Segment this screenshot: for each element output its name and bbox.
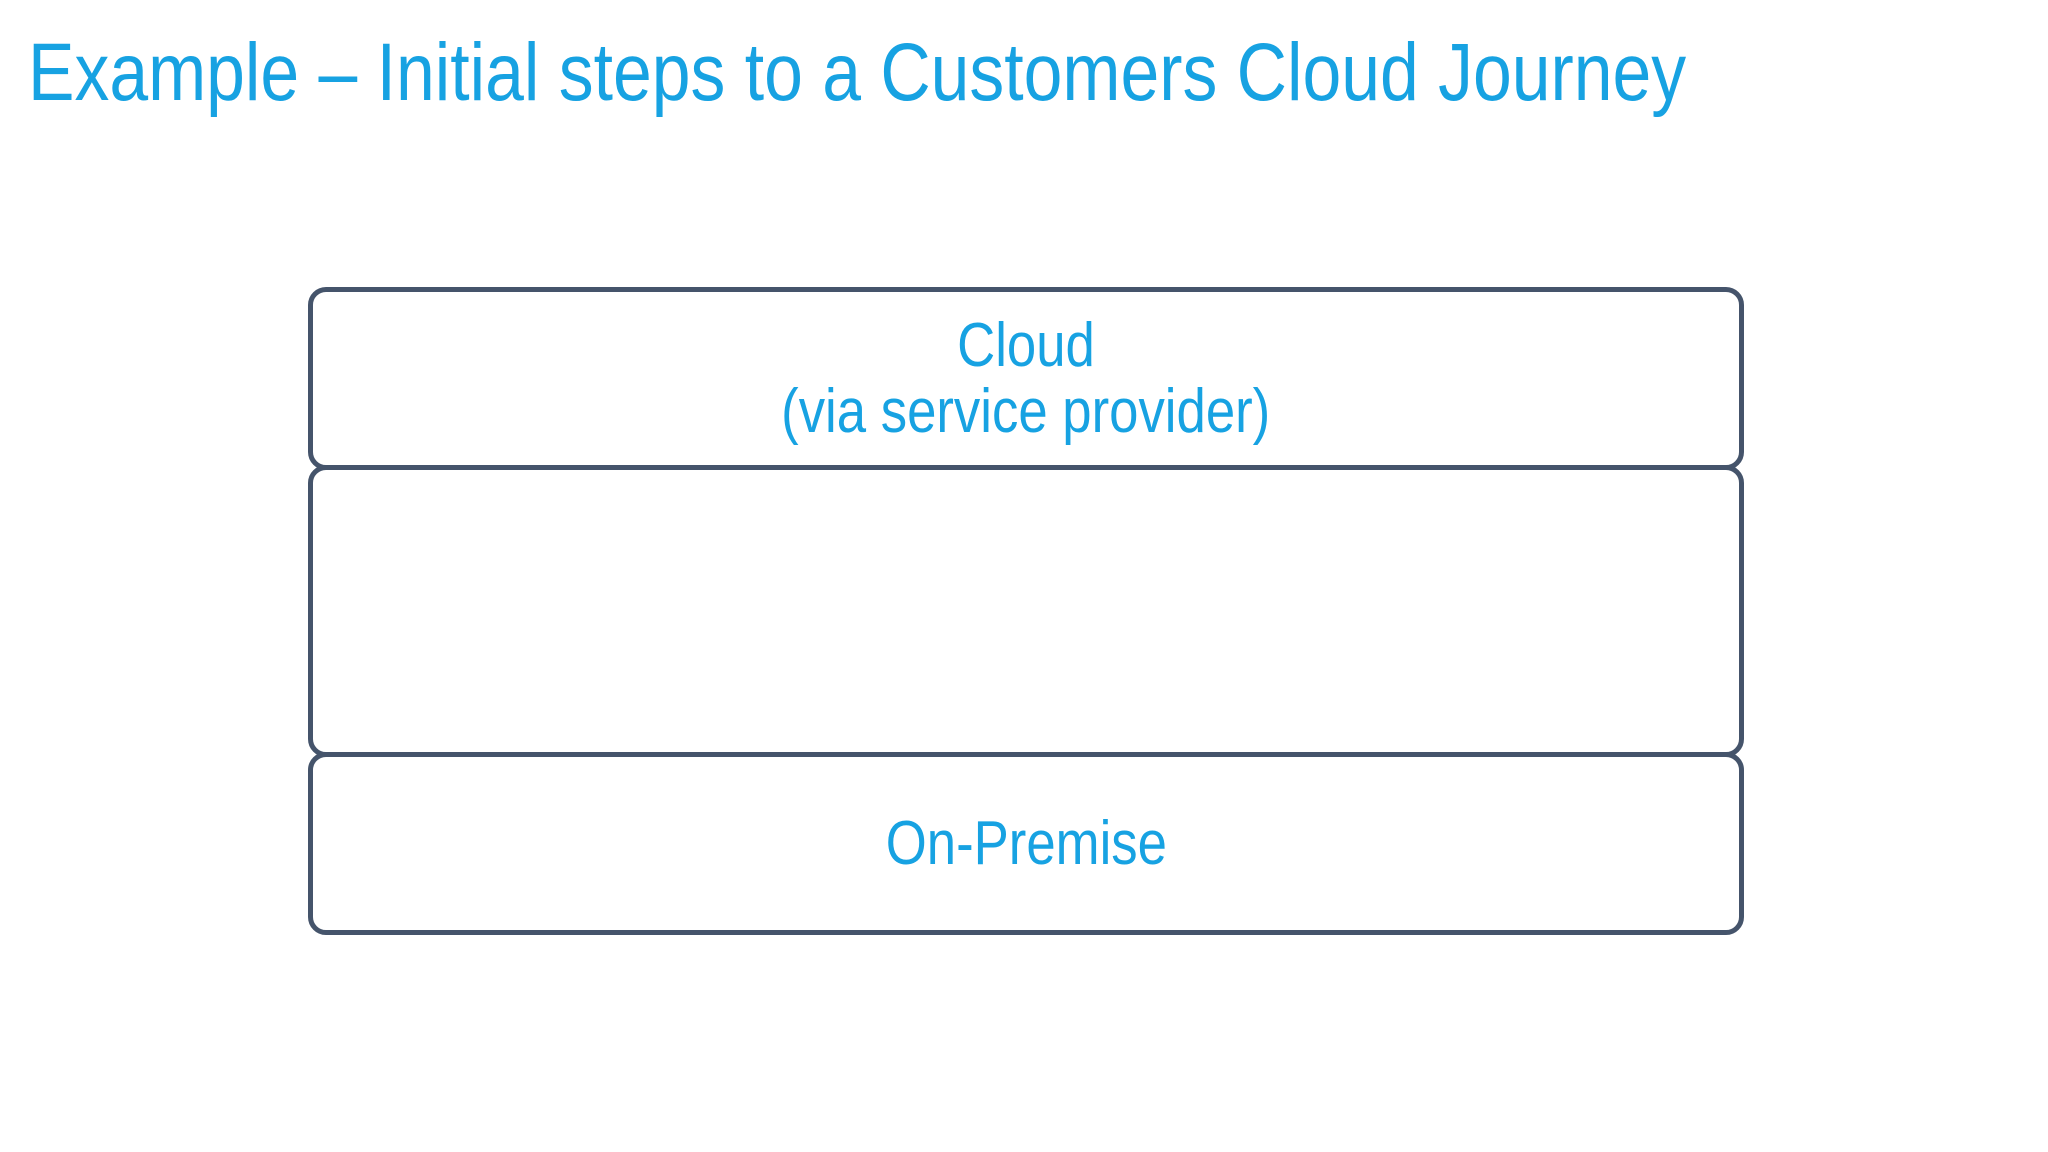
on-premise-layer-label: On-Premise (885, 808, 1167, 878)
cloud-layer-label-line-2: (via service provider) (781, 376, 1271, 446)
on-premise-layer-box: On-Premise (308, 752, 1744, 935)
slide-title: Example – Initial steps to a Customers C… (28, 27, 1687, 118)
cloud-journey-stack-diagram: Cloud (via service provider) On-Premise (308, 287, 1744, 935)
middle-empty-layer-box (308, 465, 1744, 757)
cloud-layer-box: Cloud (via service provider) (308, 287, 1744, 470)
cloud-layer-label-line-1: Cloud (957, 310, 1095, 380)
